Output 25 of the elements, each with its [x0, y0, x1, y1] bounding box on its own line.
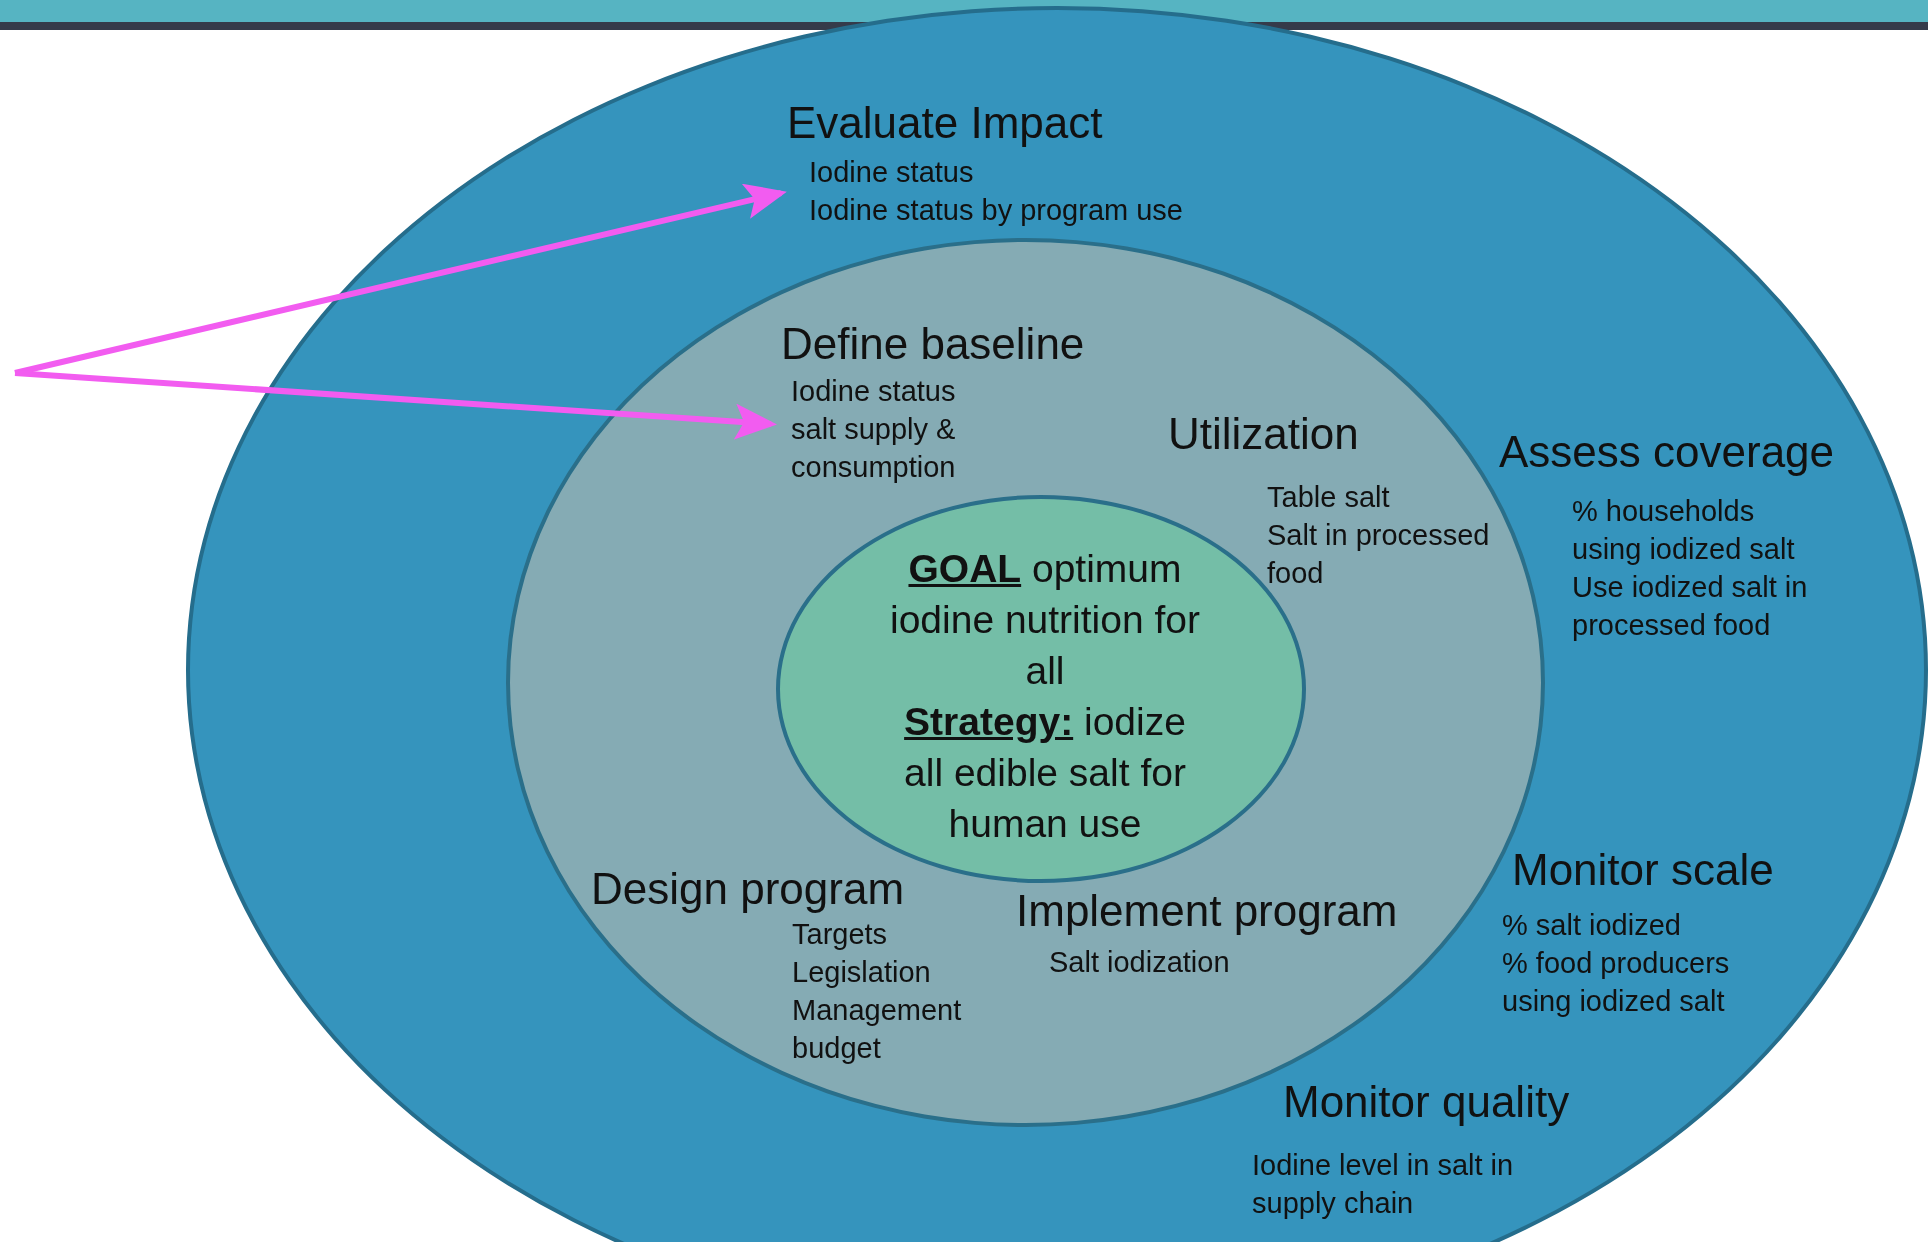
indicator-text: % food producers using iodized salt	[1502, 945, 1731, 1019]
goal-text: Strategy: iodize all edible salt for human use	[903, 699, 1187, 847]
stage-heading: Implement program	[1016, 886, 1398, 937]
stage-heading: Design program	[591, 864, 906, 915]
arrow	[14, 370, 777, 440]
stage-heading: Define baseline	[781, 319, 1085, 370]
stage-heading: Evaluate Impact	[787, 98, 1104, 149]
indicator-text: Iodine status	[809, 154, 975, 190]
indicator-text: Legislation	[792, 954, 932, 990]
indicator-text: Salt iodization	[1049, 944, 1231, 980]
indicator-text: % households using iodized salt	[1572, 493, 1796, 567]
indicator-text: Salt in processed food	[1267, 517, 1491, 591]
stage-heading: Assess coverage	[1499, 427, 1835, 478]
stage-heading: Monitor quality	[1283, 1077, 1570, 1128]
indicator-text: Targets	[792, 916, 889, 952]
indicator-text: % salt iodized	[1502, 907, 1682, 943]
indicator-text: Iodine status	[791, 373, 957, 409]
indicator-text: Management	[792, 992, 962, 1028]
stage-heading: Monitor scale	[1512, 845, 1775, 896]
indicator-text: Table salt	[1267, 479, 1391, 515]
indicator-text: salt supply & consumption	[791, 411, 957, 485]
indicator-text: Iodine status by program use	[809, 192, 1183, 228]
indicator-text: Use iodized salt in processed food	[1572, 569, 1809, 643]
indicator-text: Iodine level in salt in supply chain	[1252, 1147, 1514, 1221]
indicator-text: budget	[792, 1030, 882, 1066]
